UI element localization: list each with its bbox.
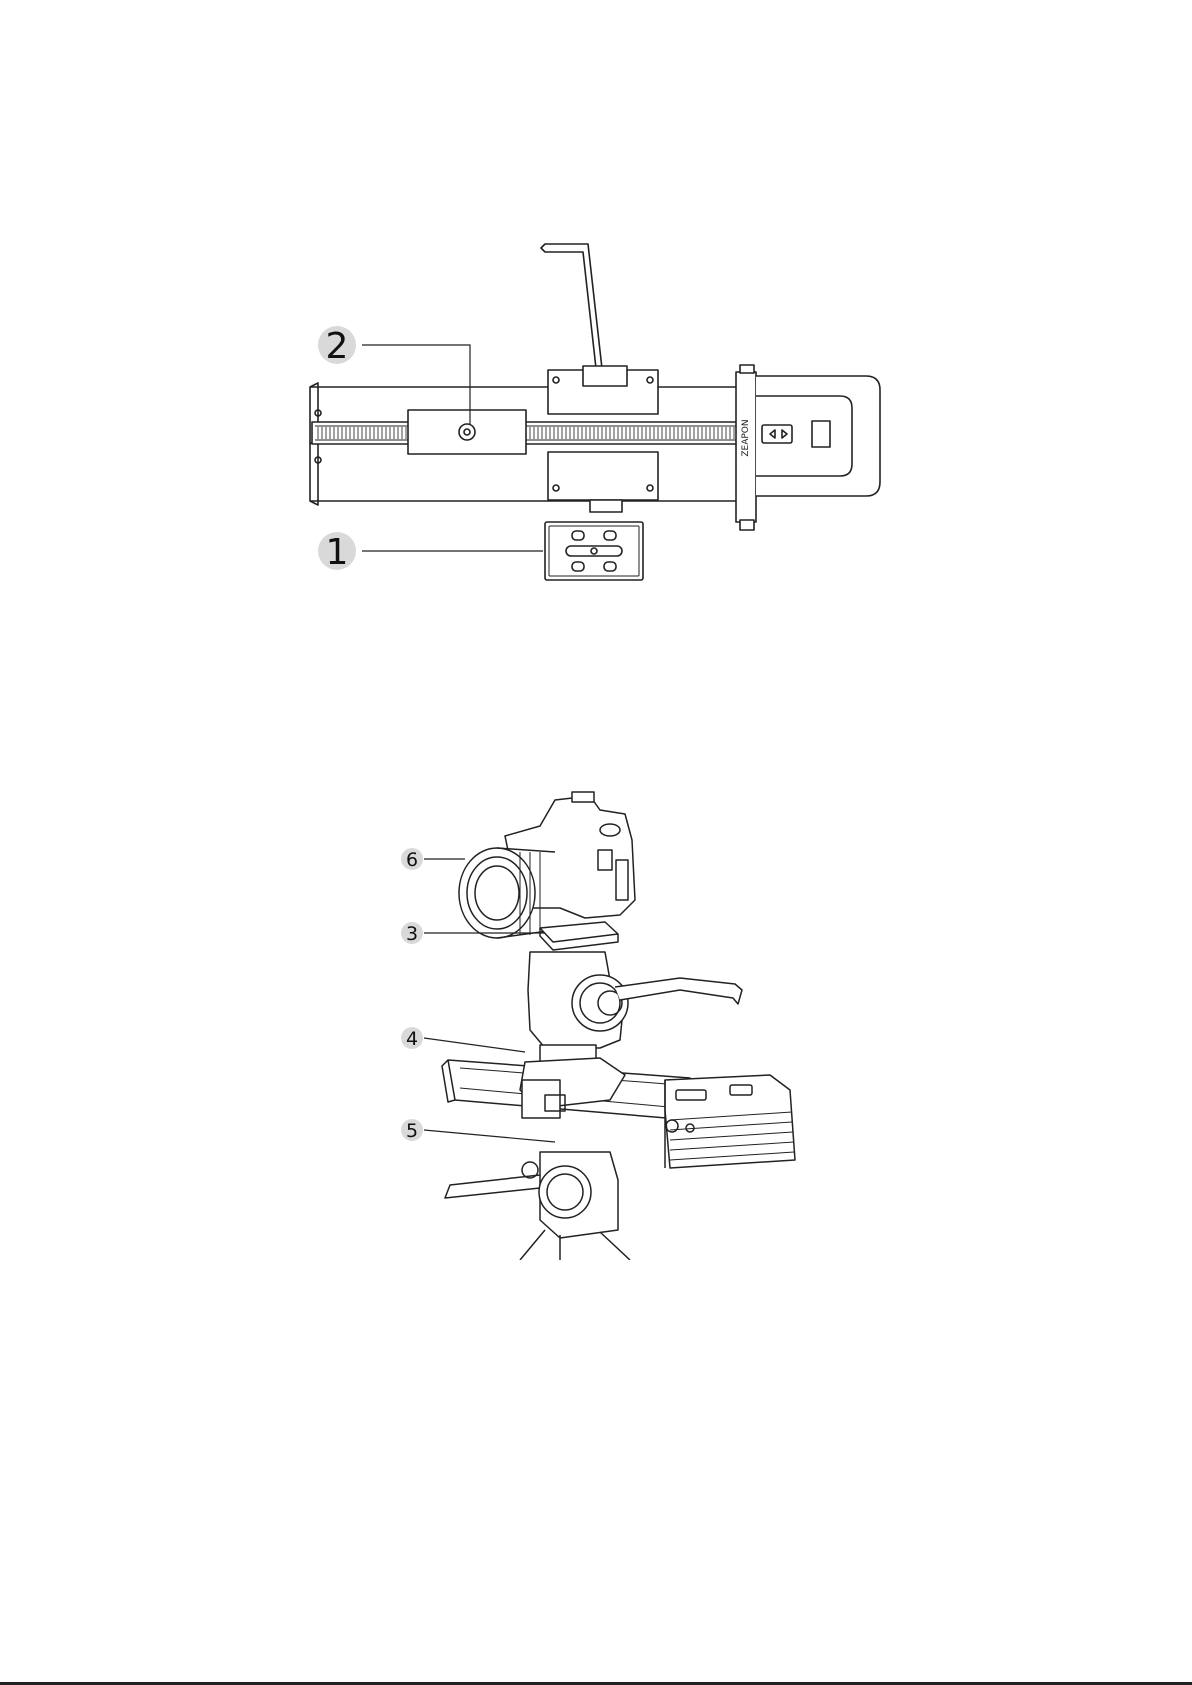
svg-text:1: 1	[326, 532, 349, 573]
svg-text:5: 5	[406, 1120, 418, 1142]
carriage-plate	[408, 410, 526, 454]
upper-fluid-head	[528, 952, 742, 1063]
slider-top-view-figure: ZEAPON 2 1	[0, 220, 1192, 590]
slider-assembly	[442, 1058, 795, 1168]
callout-4: 4	[401, 1027, 525, 1052]
lower-fluid-head	[445, 1152, 630, 1260]
camera-plate	[540, 922, 618, 950]
gear-block-bottom	[548, 452, 658, 500]
slider-top-view-drawing: ZEAPON 2 1	[0, 220, 1192, 590]
assembly-exploded-figure: 6 3 4 5	[0, 790, 1192, 1260]
camera	[459, 792, 635, 938]
svg-text:2: 2	[326, 326, 349, 367]
callout-1: 1	[318, 532, 543, 573]
brand-mark-text: ZEAPON	[741, 419, 751, 456]
svg-text:6: 6	[406, 849, 418, 871]
slider-rail-lower	[310, 443, 750, 501]
belt-teeth	[318, 427, 742, 439]
quick-release-plate	[545, 522, 643, 580]
svg-text:4: 4	[406, 1028, 418, 1050]
callout-5: 5	[401, 1119, 555, 1142]
svg-text:3: 3	[406, 923, 418, 945]
callout-6: 6	[401, 848, 465, 871]
assembly-exploded-drawing: 6 3 4 5	[0, 790, 1192, 1260]
